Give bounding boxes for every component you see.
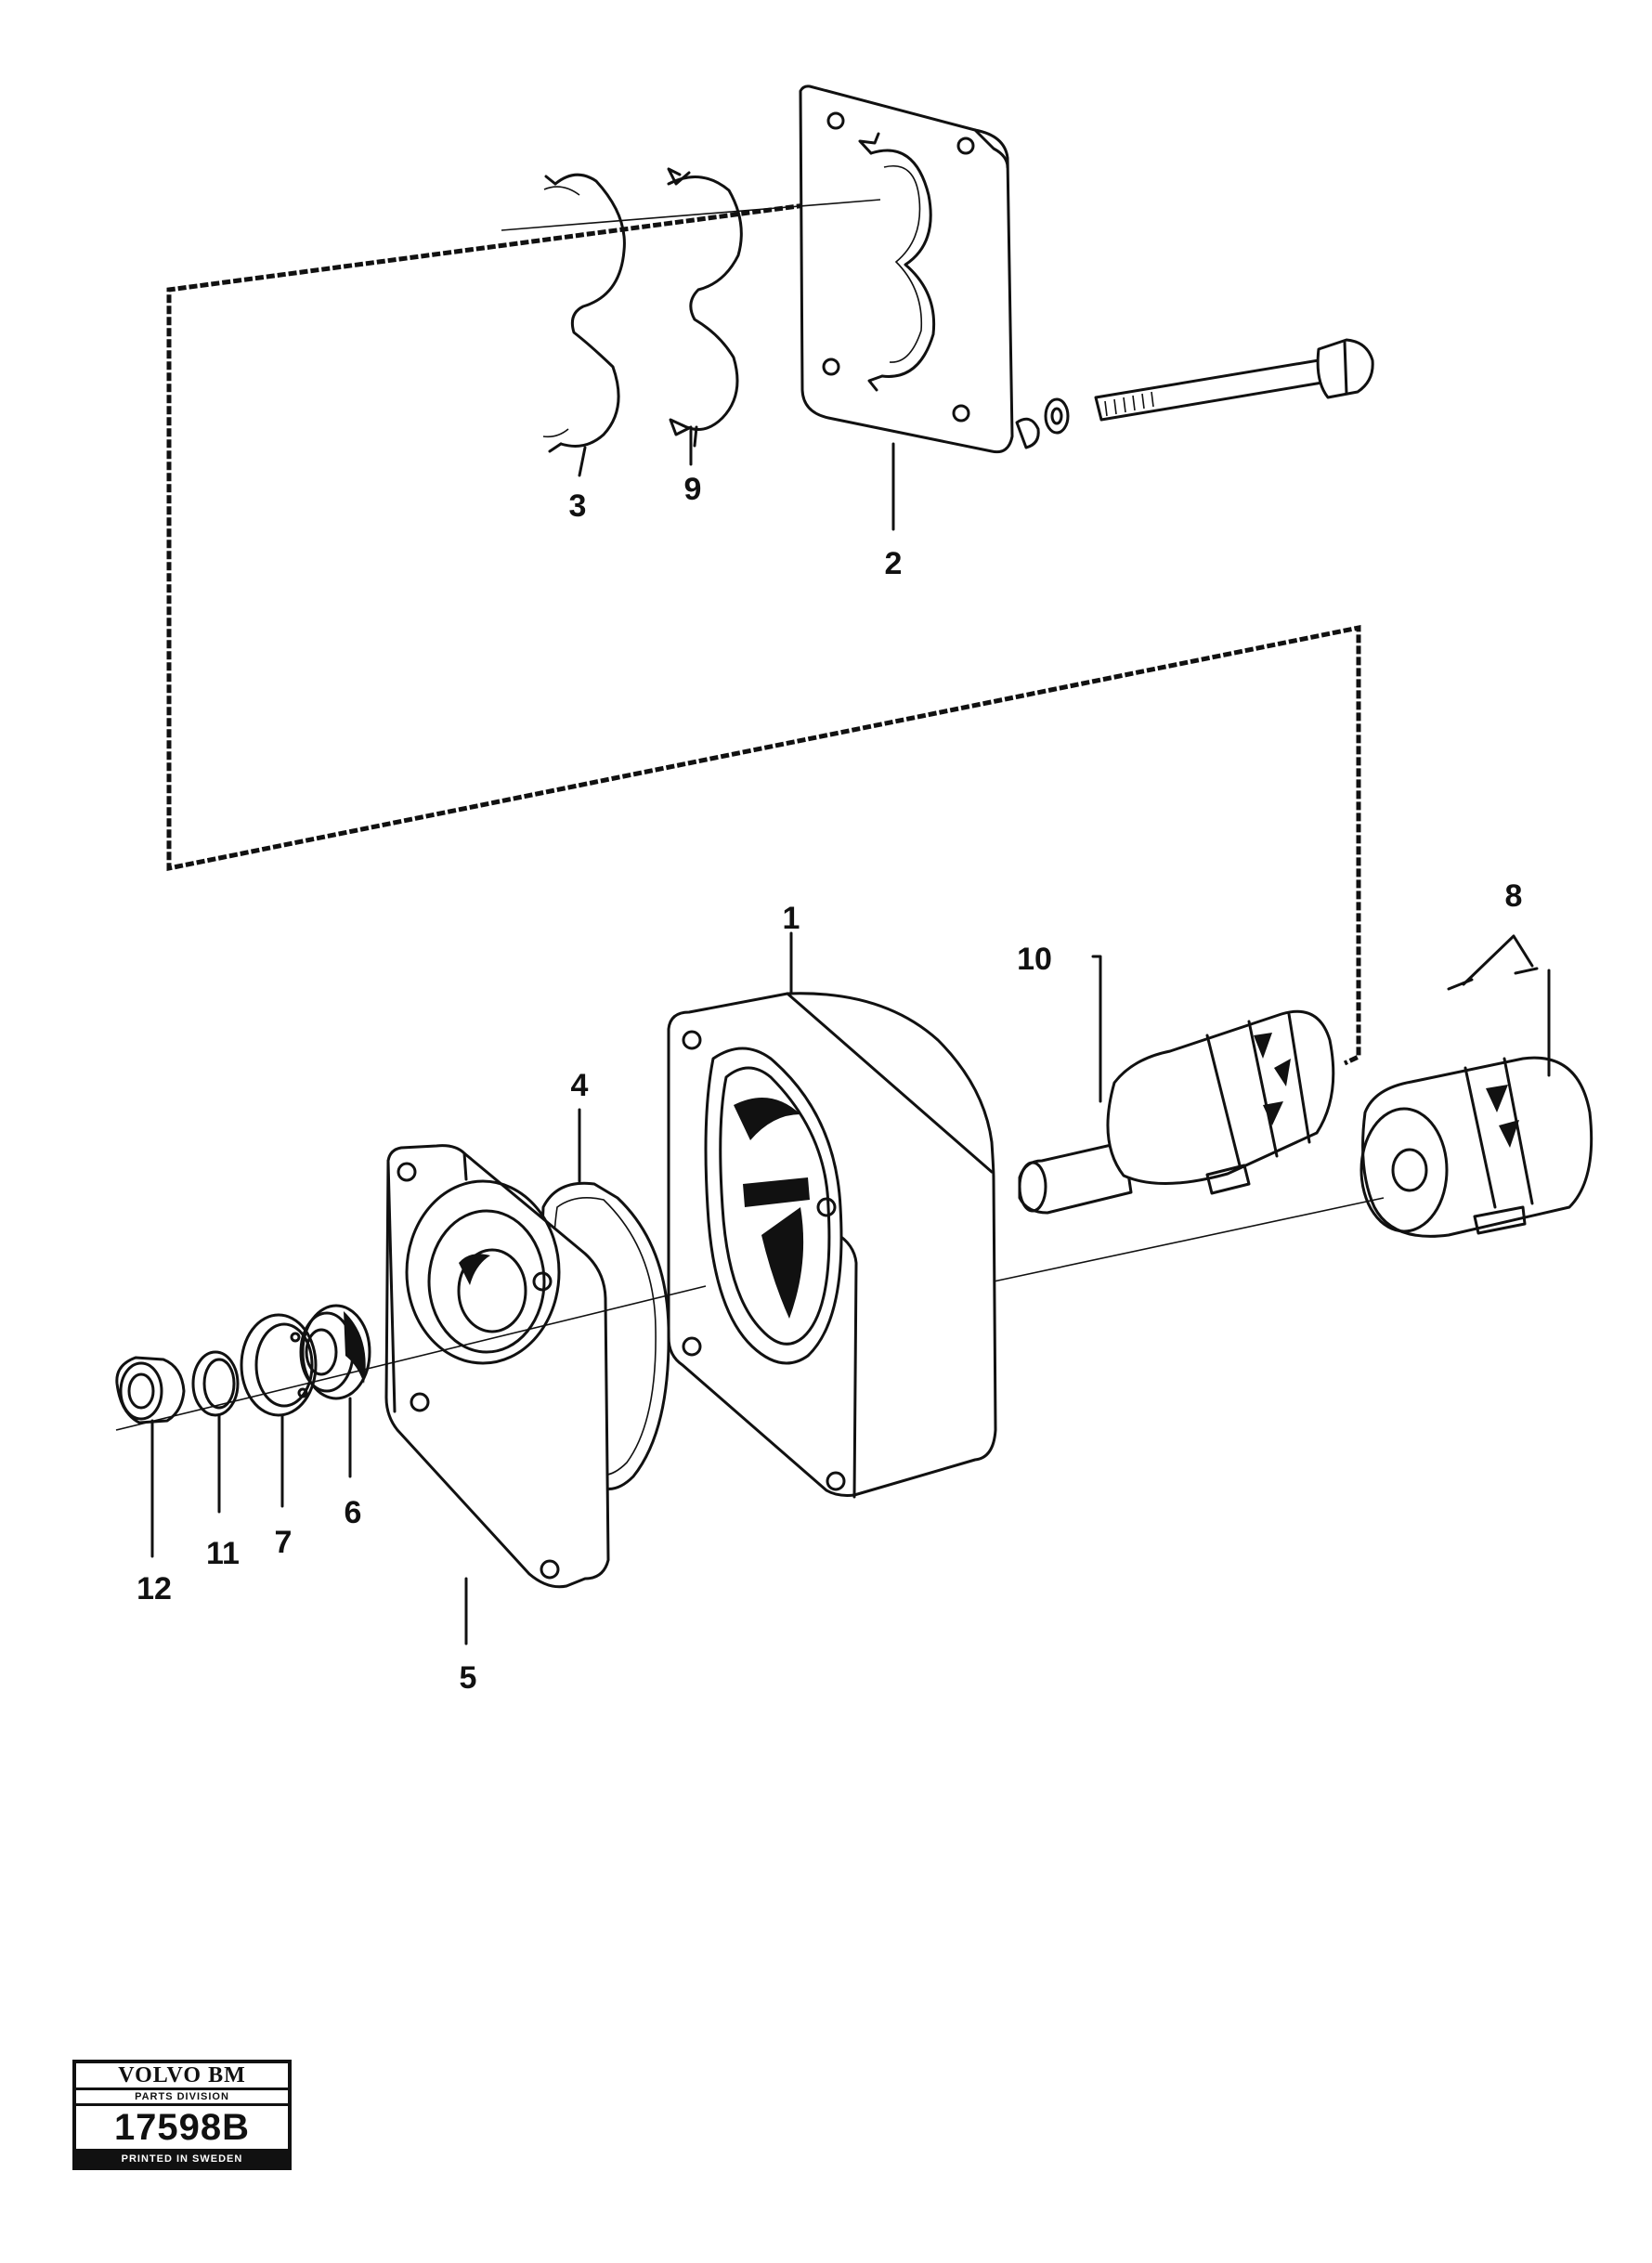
callout-2: 2 (885, 546, 903, 581)
stamp-printed: PRINTED IN SWEDEN (76, 2149, 288, 2166)
callout-7: 7 (275, 1525, 293, 1560)
part-1-pump-body (667, 992, 997, 1499)
part-bolt-and-washer (1015, 338, 1374, 449)
upper-axis-line (501, 199, 881, 231)
stamp-drawing-number: 17598B (113, 2107, 251, 2148)
part-9-tab-washer (667, 167, 743, 448)
callout-9: 9 (684, 472, 702, 507)
volvo-bm-stamp: VOLVO BM PARTS DIVISION 17598B PRINTED I… (72, 2060, 292, 2170)
part-10-gear-shaft (1018, 1009, 1335, 1215)
callout-3: 3 (569, 488, 587, 524)
assembly-dashed-outline (166, 192, 1361, 1066)
part-12-nut (115, 1356, 186, 1424)
callout-6: 6 (345, 1495, 362, 1530)
part-2-cover-plate (799, 85, 1014, 454)
callout-1: 1 (783, 901, 800, 936)
part-11-washer (191, 1350, 240, 1417)
stamp-brand: VOLVO BM (76, 2063, 288, 2090)
part-3-lock-plate (542, 173, 626, 453)
callout-8: 8 (1505, 878, 1523, 914)
leader-lines (150, 429, 1551, 1645)
lower-axis-line (115, 1197, 1385, 1431)
stamp-division: PARTS DIVISION (76, 2090, 288, 2106)
part-5-end-cover (384, 1144, 610, 1589)
callout-12: 12 (137, 1571, 172, 1606)
part-8-driven-gear (1359, 967, 1593, 1238)
callout-10: 10 (1017, 942, 1052, 977)
callout-4: 4 (571, 1068, 589, 1103)
part-7-retaining-ring (240, 1313, 318, 1417)
part-6-bearing (299, 1304, 371, 1400)
callout-5: 5 (460, 1660, 477, 1696)
callout-11: 11 (206, 1536, 240, 1571)
